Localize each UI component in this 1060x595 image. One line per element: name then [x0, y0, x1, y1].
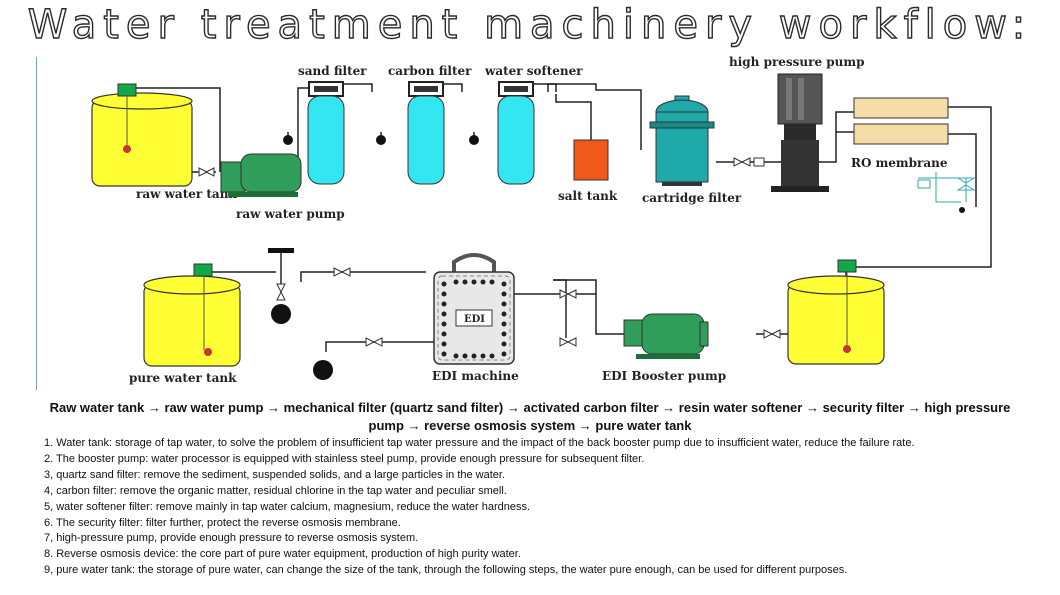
- edi-bolt: [453, 353, 459, 359]
- edi-bolt: [489, 279, 495, 285]
- workflow-summary: Raw water tank → raw water pump → mechan…: [49, 400, 1011, 433]
- raw-water-pump-label: raw water pump: [236, 207, 345, 221]
- edi-bolt: [441, 311, 447, 317]
- page-title: Water treatment machinery workflow:: [27, 1, 1033, 48]
- ro-valves: [917, 172, 976, 203]
- ro-membrane-label: RO membrane: [851, 156, 948, 170]
- list-item: 8. Reverse osmosis device: the core part…: [44, 548, 521, 561]
- valve-icon: [559, 337, 577, 347]
- edi-bolt: [441, 341, 447, 347]
- edi-bolt: [462, 279, 468, 285]
- valve-icon: [333, 267, 351, 277]
- list-item: 3, quartz sand filter: remove the sedime…: [44, 468, 506, 481]
- raw-water-pump: [198, 153, 302, 197]
- valve-icon: [276, 290, 286, 301]
- valve-icon: [276, 283, 286, 294]
- water-softener-label: water softener: [484, 64, 583, 78]
- pure-water-tank: [143, 263, 241, 367]
- edi-bolt: [501, 341, 507, 347]
- edi-bolt: [501, 351, 507, 357]
- edi-bolt: [501, 291, 507, 297]
- edi-bolt: [501, 301, 507, 307]
- edi-bolt: [501, 321, 507, 327]
- edi-bolt: [489, 353, 495, 359]
- notes-list: 1. Water tank: storage of tap water, to …: [44, 436, 1034, 579]
- sampling-valve-icon: [268, 248, 294, 253]
- cartridge-filter: [649, 95, 715, 186]
- water-softener: [469, 81, 535, 185]
- edi-bolt: [471, 279, 477, 285]
- valve-icon: [559, 289, 577, 299]
- carbon-filter: [376, 81, 445, 185]
- edi-bolt: [501, 311, 507, 317]
- edi-bolt: [441, 321, 447, 327]
- ro-product-tank: [787, 259, 885, 365]
- edi-bolt: [441, 331, 447, 337]
- raw-water-tank: [91, 83, 193, 187]
- sand-filter-label: sand filter: [298, 64, 367, 78]
- edi-bolt: [501, 331, 507, 337]
- valve-icon: [365, 337, 383, 347]
- drain-icon: [313, 360, 333, 380]
- list-item: 6. The security filter: filter further, …: [44, 516, 401, 529]
- edi-booster-pump-label: EDI Booster pump: [602, 369, 726, 383]
- high-pressure-pump-label: high pressure pump: [729, 55, 865, 69]
- list-item: 5, water softener filter: remove mainly …: [44, 500, 531, 513]
- edi-machine: [433, 253, 515, 365]
- pure-water-tank-label: pure water tank: [129, 371, 237, 385]
- edi-panel-label: EDI: [464, 314, 485, 325]
- list-item: 4, carbon filter: remove the organic mat…: [44, 484, 507, 497]
- raw-water-tank-label: raw water tank: [136, 187, 237, 201]
- drain-icon: [959, 207, 965, 213]
- edi-bolt: [501, 281, 507, 287]
- high-pressure-pump: [771, 73, 829, 192]
- workflow-diagram: raw water tank raw water pump sand filte…: [36, 55, 992, 390]
- ro-membrane: [853, 97, 949, 145]
- cartridge-filter-label: cartridge filter: [642, 191, 742, 205]
- edi-machine-label: EDI machine: [432, 369, 519, 383]
- edi-bolt: [441, 301, 447, 307]
- edi-bolt: [471, 353, 477, 359]
- list-item: 9, pure water tank: the storage of pure …: [44, 564, 848, 577]
- list-item: 1. Water tank: storage of tap water, to …: [44, 437, 915, 449]
- salt-tank: [573, 139, 609, 181]
- valve-icon: [733, 157, 765, 167]
- edi-bolt: [453, 279, 459, 285]
- sand-filter: [283, 81, 345, 185]
- carbon-filter-label: carbon filter: [388, 64, 472, 78]
- drain-icon: [271, 304, 291, 324]
- edi-bolt: [441, 281, 447, 287]
- list-item: 7, high-pressure pump, provide enough pr…: [44, 532, 419, 545]
- list-item: 2. The booster pump: water processor is …: [44, 452, 645, 465]
- valve-icon: [763, 329, 781, 339]
- edi-bolt: [441, 351, 447, 357]
- edi-bolt: [480, 279, 486, 285]
- edi-bolt: [441, 291, 447, 297]
- salt-tank-label: salt tank: [558, 189, 618, 203]
- edi-booster-pump: [623, 313, 709, 359]
- edi-bolt: [480, 353, 486, 359]
- edi-bolt: [462, 353, 468, 359]
